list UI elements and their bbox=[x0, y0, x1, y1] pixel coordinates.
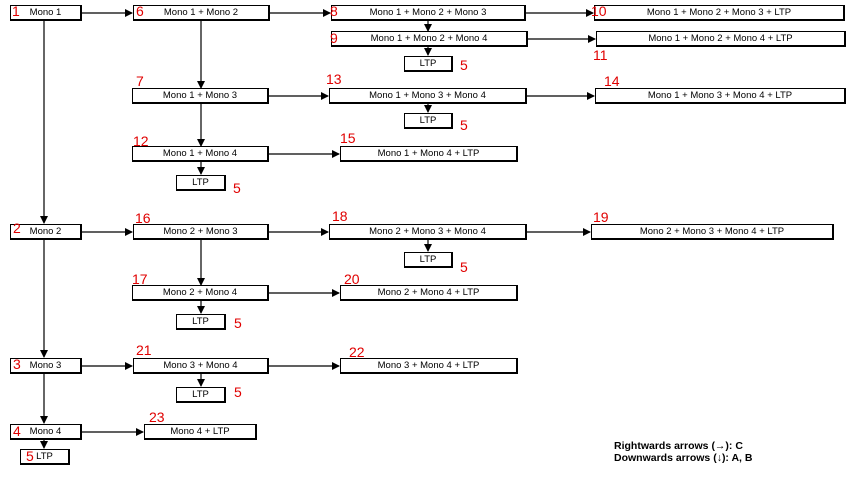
box-mono-3: Mono 3 bbox=[10, 358, 82, 374]
number-label: 6 bbox=[136, 3, 144, 19]
number-label: 5 bbox=[460, 57, 468, 73]
box-ltp-9: LTP bbox=[404, 56, 453, 72]
box-mono1-mono2-mono4: Mono 1 + Mono 2 + Mono 4 bbox=[331, 31, 528, 47]
box-mono1-mono3-mono4: Mono 1 + Mono 3 + Mono 4 bbox=[329, 88, 527, 104]
box-mono1-mono2: Mono 1 + Mono 2 bbox=[133, 5, 270, 21]
number-label: 19 bbox=[593, 209, 609, 225]
number-label: 18 bbox=[332, 208, 348, 224]
box-mono-2: Mono 2 bbox=[10, 224, 82, 240]
number-label: 23 bbox=[149, 409, 165, 425]
box-mono3-mono4-ltp: Mono 3 + Mono 4 + LTP bbox=[340, 358, 518, 374]
number-label: 5 bbox=[460, 259, 468, 275]
number-label: 2 bbox=[13, 220, 21, 236]
number-label: 7 bbox=[136, 73, 144, 89]
box-ltp-13: LTP bbox=[404, 113, 453, 129]
box-mono4-ltp: Mono 4 + LTP bbox=[144, 424, 257, 440]
box-ltp-18: LTP bbox=[404, 252, 453, 268]
box-ltp-12: LTP bbox=[176, 175, 226, 191]
box-mono2-mono3: Mono 2 + Mono 3 bbox=[133, 224, 269, 240]
box-mono-4: Mono 4 bbox=[10, 424, 82, 440]
number-label: 15 bbox=[340, 130, 356, 146]
box-mono3-mono4: Mono 3 + Mono 4 bbox=[133, 358, 269, 374]
number-label: 5 bbox=[234, 384, 242, 400]
number-label: 21 bbox=[136, 342, 152, 358]
number-label: 11 bbox=[593, 47, 608, 63]
number-label: 9 bbox=[330, 30, 338, 46]
box-mono1-mono2-mono3: Mono 1 + Mono 2 + Mono 3 bbox=[331, 5, 526, 21]
box-mono2-mono4-ltp: Mono 2 + Mono 4 + LTP bbox=[340, 285, 518, 301]
box-mono1-mono2-mono4-ltp: Mono 1 + Mono 2 + Mono 4 + LTP bbox=[596, 31, 846, 47]
box-mono1-mono2-mono3-ltp: Mono 1 + Mono 2 + Mono 3 + LTP bbox=[594, 5, 845, 21]
box-ltp-17: LTP bbox=[176, 314, 226, 330]
number-label: 20 bbox=[344, 271, 360, 287]
legend-rightwards: Rightwards arrows (→): C bbox=[614, 440, 743, 452]
number-label: 16 bbox=[135, 210, 151, 226]
number-label: 5 bbox=[460, 117, 468, 133]
box-mono1-mono3: Mono 1 + Mono 3 bbox=[132, 88, 269, 104]
number-label: 8 bbox=[330, 3, 338, 19]
number-label: 5 bbox=[26, 448, 34, 464]
box-ltp-21: LTP bbox=[176, 387, 226, 403]
box-mono2-mono3-mono4-ltp: Mono 2 + Mono 3 + Mono 4 + LTP bbox=[591, 224, 834, 240]
number-label: 17 bbox=[132, 271, 148, 287]
number-label: 12 bbox=[133, 133, 149, 149]
legend-downwards: Downwards arrows (↓): A, B bbox=[614, 452, 753, 464]
box-mono1-mono4: Mono 1 + Mono 4 bbox=[132, 146, 269, 162]
box-ltp-4: LTP bbox=[20, 449, 70, 465]
number-label: 3 bbox=[13, 356, 21, 372]
number-label: 13 bbox=[326, 71, 342, 87]
box-mono1-mono3-mono4-ltp: Mono 1 + Mono 3 + Mono 4 + LTP bbox=[595, 88, 846, 104]
box-mono1-mono4-ltp: Mono 1 + Mono 4 + LTP bbox=[340, 146, 518, 162]
number-label: 14 bbox=[604, 73, 620, 89]
box-mono-1: Mono 1 bbox=[10, 5, 82, 21]
number-label: 22 bbox=[349, 344, 365, 360]
box-mono2-mono3-mono4: Mono 2 + Mono 3 + Mono 4 bbox=[329, 224, 527, 240]
number-label: 1 bbox=[12, 3, 20, 19]
box-mono2-mono4: Mono 2 + Mono 4 bbox=[132, 285, 269, 301]
number-label: 5 bbox=[233, 180, 241, 196]
number-label: 10 bbox=[591, 3, 607, 19]
number-label: 4 bbox=[13, 423, 21, 439]
number-label: 5 bbox=[234, 315, 242, 331]
